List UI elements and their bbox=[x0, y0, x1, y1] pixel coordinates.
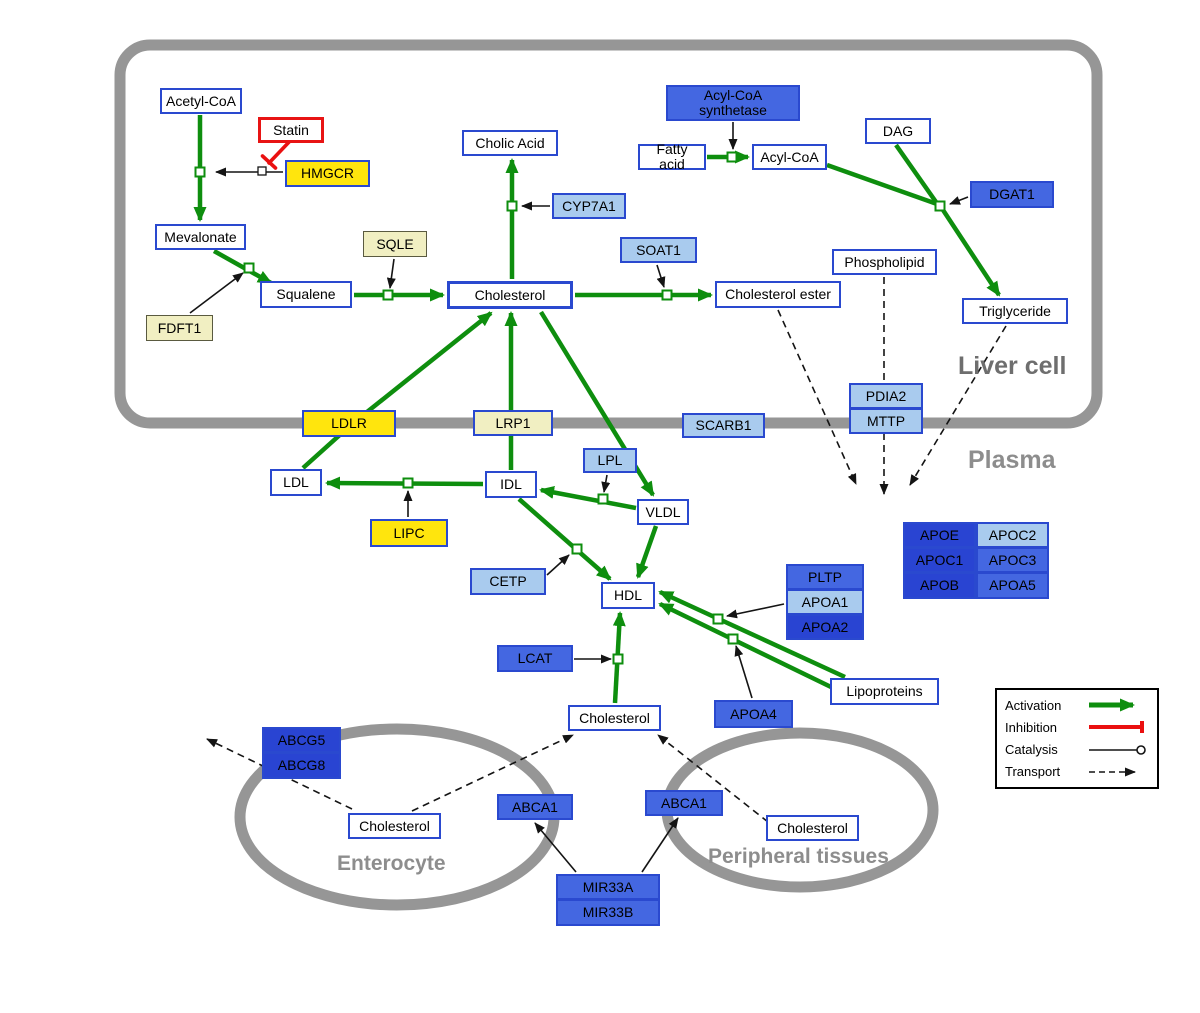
node-ldl[interactable]: LDL bbox=[270, 469, 322, 496]
legend-row-transport: Transport bbox=[1005, 764, 1149, 780]
node-cetp[interactable]: CETP bbox=[470, 568, 546, 595]
node-apob[interactable]: APOB bbox=[903, 572, 976, 599]
node-abcg8[interactable]: ABCG8 bbox=[262, 752, 341, 779]
node-dgat1[interactable]: DGAT1 bbox=[970, 181, 1054, 208]
catalysis-circle-glyph bbox=[1089, 744, 1146, 755]
legend: Activation Inhibition Catalysis Transpor… bbox=[995, 688, 1159, 789]
node-cholesterol-peripheral[interactable]: Cholesterol bbox=[766, 815, 859, 841]
node-apoa5[interactable]: APOA5 bbox=[976, 572, 1049, 599]
legend-transport-label: Transport bbox=[1005, 764, 1061, 780]
legend-row-catalysis: Catalysis bbox=[1005, 742, 1149, 758]
node-lipc[interactable]: LIPC bbox=[370, 519, 448, 547]
legend-catalysis-label: Catalysis bbox=[1005, 742, 1058, 758]
node-cyp7a1[interactable]: CYP7A1 bbox=[552, 193, 626, 219]
node-lcat[interactable]: LCAT bbox=[497, 645, 573, 672]
node-apoa1[interactable]: APOA1 bbox=[786, 589, 864, 615]
node-apoe[interactable]: APOE bbox=[903, 522, 976, 548]
node-cholesterol-liver[interactable]: Cholesterol bbox=[447, 281, 573, 309]
node-cholesterol-plasma[interactable]: Cholesterol bbox=[568, 705, 661, 731]
node-vldl[interactable]: VLDL bbox=[637, 499, 689, 525]
node-statin[interactable]: Statin bbox=[258, 117, 324, 143]
peripheral-tissues-label: Peripheral tissues bbox=[708, 845, 889, 868]
node-dag[interactable]: DAG bbox=[865, 118, 931, 144]
node-acetyl-coa[interactable]: Acetyl-CoA bbox=[160, 88, 242, 114]
node-fdft1[interactable]: FDFT1 bbox=[146, 315, 213, 341]
node-apoa2[interactable]: APOA2 bbox=[786, 614, 864, 640]
statin-target-node bbox=[257, 166, 267, 176]
legend-row-activation: Activation bbox=[1005, 697, 1149, 713]
plasma-label: Plasma bbox=[968, 446, 1056, 474]
node-pltp[interactable]: PLTP bbox=[786, 564, 864, 590]
node-abcg5[interactable]: ABCG5 bbox=[262, 727, 341, 753]
node-idl[interactable]: IDL bbox=[485, 471, 537, 498]
node-lipoproteins[interactable]: Lipoproteins bbox=[830, 678, 939, 705]
node-apoc2[interactable]: APOC2 bbox=[976, 522, 1049, 548]
enterocyte-label: Enterocyte bbox=[337, 852, 446, 875]
node-apoa4[interactable]: APOA4 bbox=[714, 700, 793, 728]
node-soat1[interactable]: SOAT1 bbox=[620, 237, 697, 263]
node-apoc1[interactable]: APOC1 bbox=[903, 547, 976, 573]
node-triglyceride[interactable]: Triglyceride bbox=[962, 298, 1068, 324]
node-cholesterol-ester[interactable]: Cholesterol ester bbox=[715, 281, 841, 308]
node-mir33b[interactable]: MIR33B bbox=[556, 899, 660, 926]
catalysis-edges bbox=[189, 122, 969, 873]
node-fatty-acid[interactable]: Fatty acid bbox=[638, 142, 706, 171]
reaction-nodes bbox=[194, 151, 946, 665]
node-mir33a[interactable]: MIR33A bbox=[556, 874, 660, 900]
liver-cell-label: Liver cell bbox=[958, 352, 1067, 380]
node-acyl-coa[interactable]: Acyl-CoA bbox=[752, 144, 827, 170]
node-lrp1[interactable]: LRP1 bbox=[473, 410, 553, 436]
node-mttp[interactable]: MTTP bbox=[849, 408, 923, 434]
liver-cell-membrane bbox=[114, 39, 1103, 429]
node-squalene[interactable]: Squalene bbox=[260, 281, 352, 308]
legend-row-inhibition: Inhibition bbox=[1005, 719, 1149, 735]
node-sqle[interactable]: SQLE bbox=[363, 231, 427, 257]
node-ldlr[interactable]: LDLR bbox=[302, 410, 396, 437]
activation-arrow-glyph bbox=[1089, 698, 1135, 712]
node-cholic-acid[interactable]: Cholic Acid bbox=[462, 130, 558, 156]
node-lpl[interactable]: LPL bbox=[583, 448, 637, 473]
legend-inhibition-label: Inhibition bbox=[1005, 719, 1058, 735]
node-scarb1[interactable]: SCARB1 bbox=[682, 413, 765, 438]
inhibition-edge bbox=[260, 139, 292, 170]
inhibition-bar-glyph bbox=[1089, 721, 1144, 734]
node-cholesterol-enterocyte[interactable]: Cholesterol bbox=[348, 813, 441, 839]
node-abca1-enterocyte[interactable]: ABCA1 bbox=[497, 794, 573, 820]
node-apoc3[interactable]: APOC3 bbox=[976, 547, 1049, 573]
node-pdia2[interactable]: PDIA2 bbox=[849, 383, 923, 409]
node-hmgcr[interactable]: HMGCR bbox=[285, 160, 370, 187]
node-acyl-coa-synthetase[interactable]: Acyl-CoA synthetase bbox=[666, 85, 800, 121]
node-abca1-peripheral[interactable]: ABCA1 bbox=[645, 790, 723, 816]
node-mevalonate[interactable]: Mevalonate bbox=[155, 224, 246, 250]
node-phospholipid[interactable]: Phospholipid bbox=[832, 249, 937, 275]
legend-activation-label: Activation bbox=[1005, 697, 1062, 713]
transport-dashed-arrow-glyph bbox=[1089, 767, 1136, 777]
node-hdl[interactable]: HDL bbox=[601, 582, 655, 609]
